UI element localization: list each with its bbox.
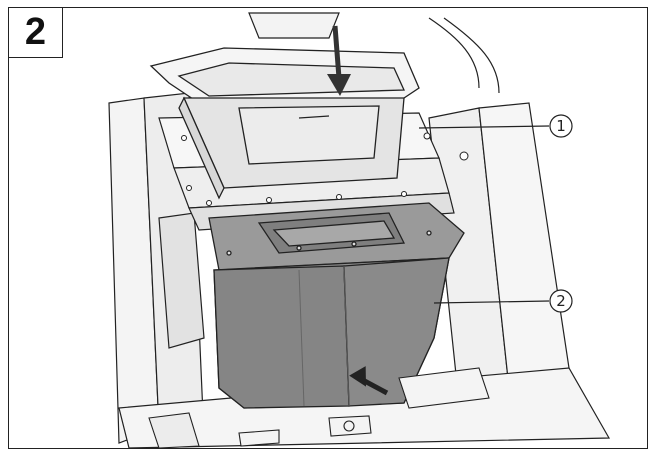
lower-mechanism: [148, 367, 490, 448]
upper-duct: [149, 47, 420, 200]
push-arrow-icon: [349, 366, 389, 396]
leader-lines: [418, 125, 550, 304]
step-number-badge: 2: [9, 8, 63, 58]
grass-bag-illustration: 1 2: [108, 12, 611, 448]
callout-1: 1: [549, 114, 573, 138]
figure-frame: 1 2 2: [8, 7, 648, 449]
down-arrow-icon: [327, 25, 351, 96]
callout-2: 2: [549, 289, 573, 313]
frame-rivets: [181, 132, 469, 206]
callout-1-label: 1: [556, 117, 566, 135]
grass-bag: [208, 202, 465, 409]
callout-2-label: 2: [556, 292, 566, 310]
